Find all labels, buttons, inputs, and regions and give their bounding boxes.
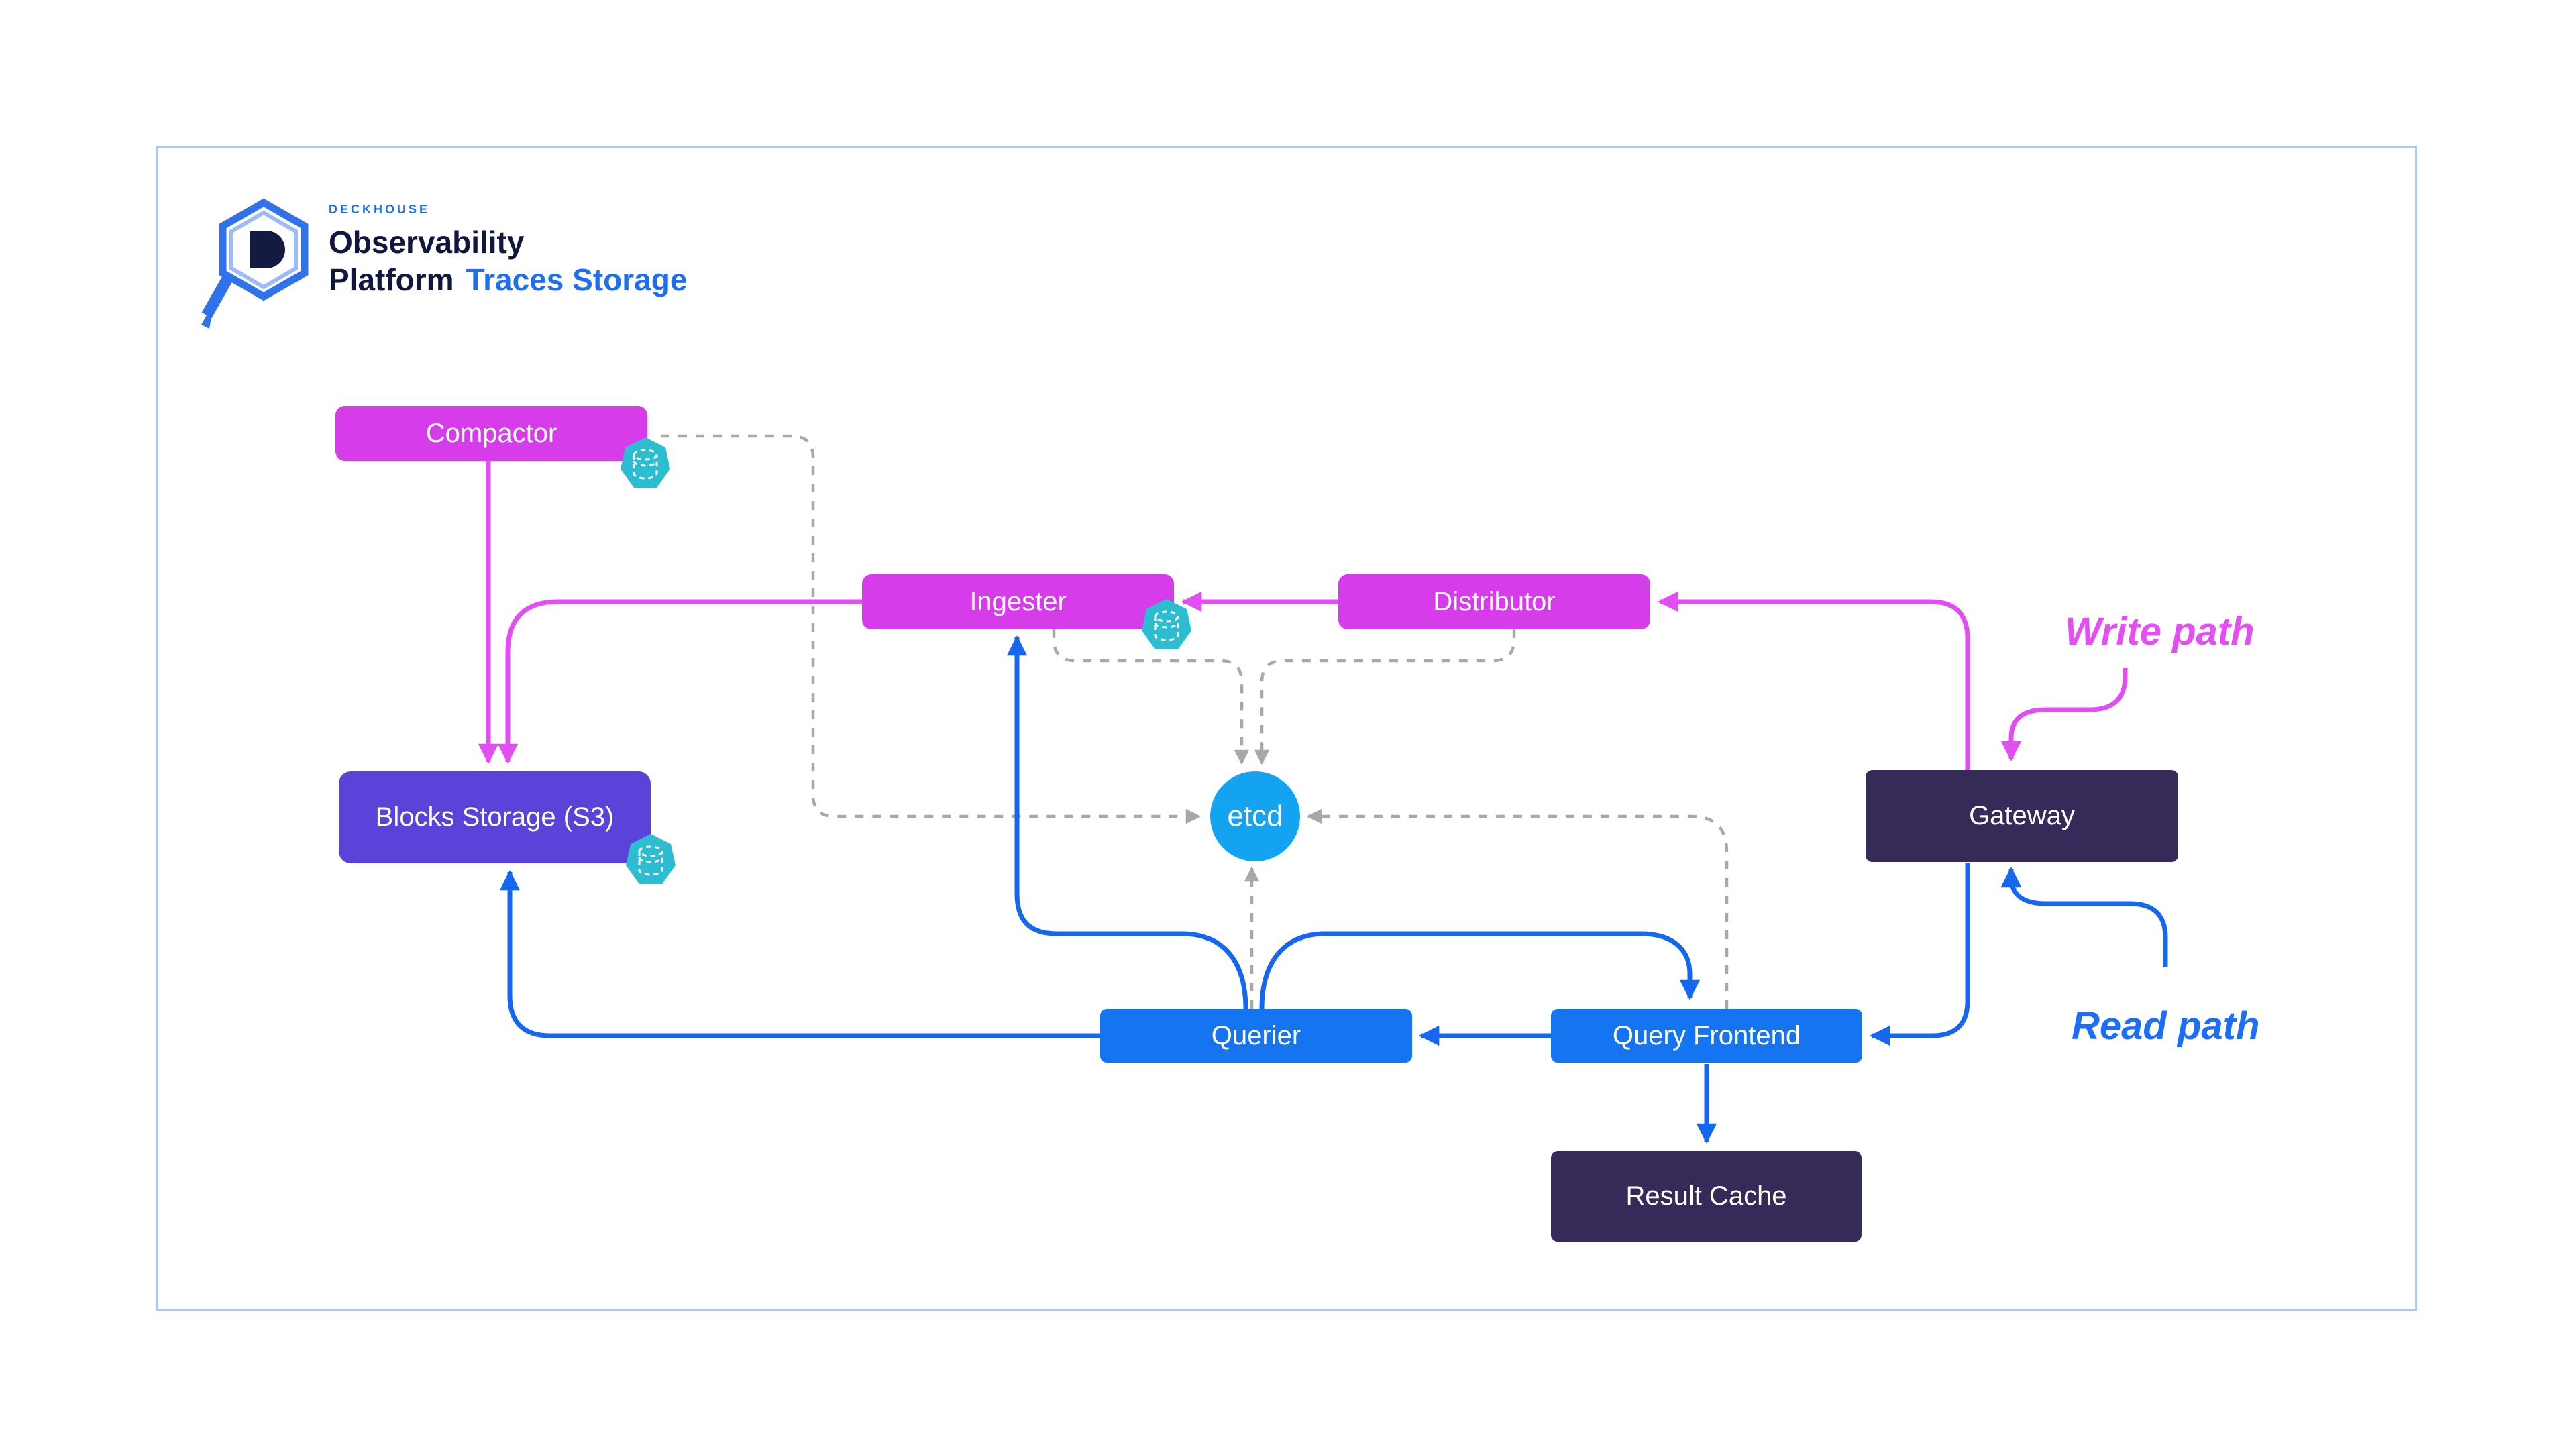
brand-deckhouse: DECKHOUSE (329, 203, 431, 216)
brand-block: DECKHOUSE Observability Platform Traces … (329, 203, 687, 299)
node-gateway[interactable]: Gateway (1866, 770, 2178, 862)
database-replica-icon (626, 834, 676, 884)
node-result-cache[interactable]: Result Cache (1551, 1151, 1862, 1242)
node-result-cache-label: Result Cache (1625, 1181, 1787, 1211)
node-ingester[interactable]: Ingester (862, 574, 1174, 629)
node-distributor[interactable]: Distributor (1338, 574, 1650, 629)
node-ingester-label: Ingester (969, 586, 1067, 616)
write-path-label: Write path (2065, 610, 2255, 653)
node-query-frontend[interactable]: Query Frontend (1551, 1009, 1862, 1063)
deckhouse-logo-icon (201, 198, 309, 329)
diagram-title: Traces Storage (466, 262, 688, 297)
node-distributor-label: Distributor (1433, 586, 1556, 616)
node-query-frontend-label: Query Frontend (1612, 1020, 1801, 1051)
node-querier-label: Querier (1211, 1020, 1301, 1051)
brand-observability: Observability (329, 225, 525, 260)
node-blocks-storage-label: Blocks Storage (S3) (375, 802, 614, 832)
node-etcd-label: etcd (1227, 800, 1283, 833)
node-gateway-label: Gateway (1969, 801, 2075, 830)
node-blocks-storage[interactable]: Blocks Storage (S3) (339, 771, 651, 863)
brand-platform: Platform (329, 262, 454, 297)
read-path-label: Read path (2072, 1004, 2260, 1048)
database-replica-icon (621, 437, 670, 488)
node-compactor[interactable]: Compactor (335, 406, 647, 461)
node-querier[interactable]: Querier (1100, 1009, 1412, 1063)
node-etcd[interactable]: etcd (1210, 771, 1300, 861)
database-replica-icon (1142, 599, 1191, 649)
node-compactor-label: Compactor (425, 418, 557, 448)
diagram-frame (156, 146, 2417, 1311)
